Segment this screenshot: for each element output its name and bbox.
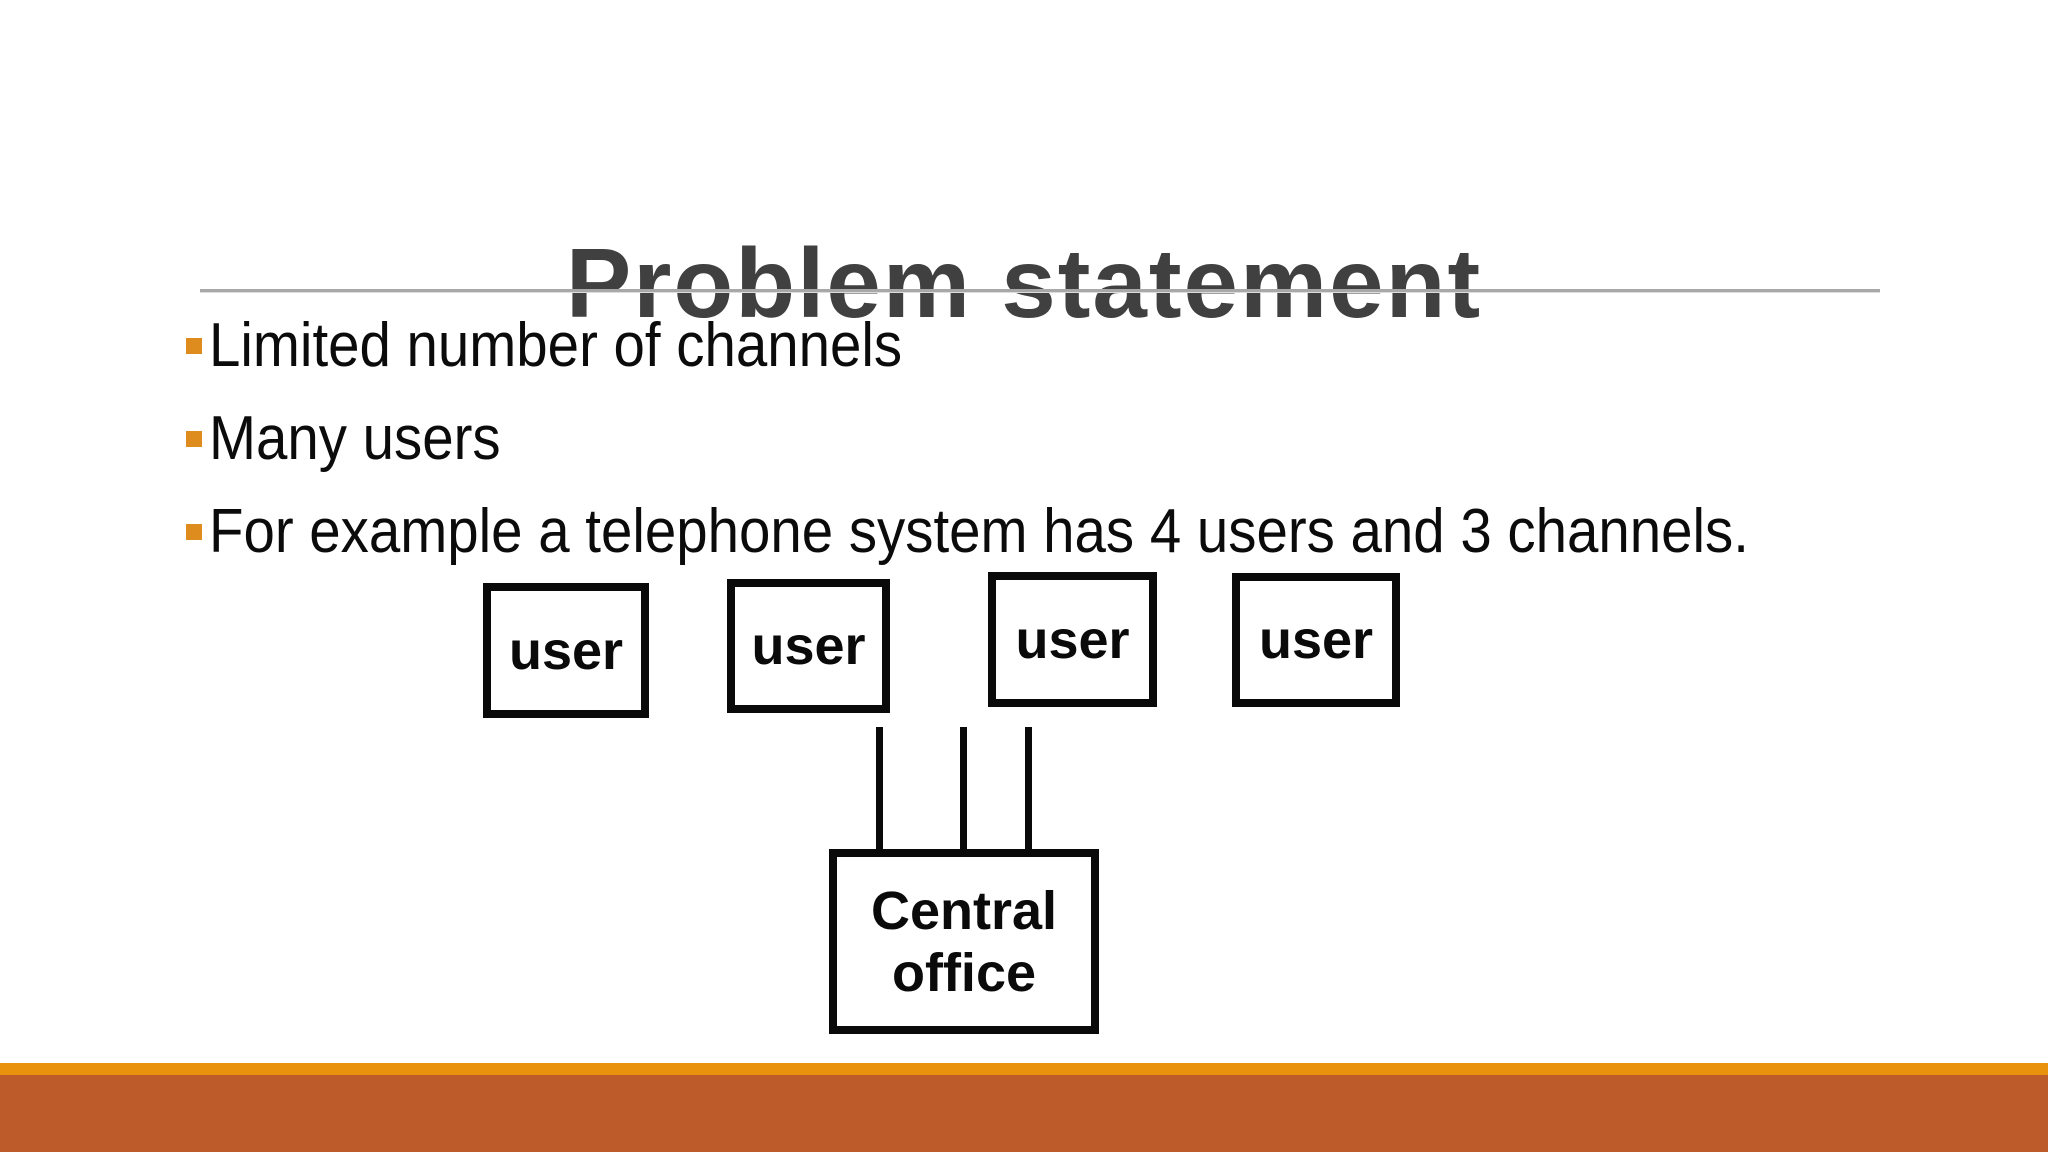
bullet-square-icon [186,337,202,354]
user-box: user [727,579,890,713]
bullet-item: Many users [186,407,1901,470]
user-box: user [988,572,1157,707]
user-box: user [1232,573,1400,707]
bullet-square-icon [186,430,202,447]
footer-accent-strip [0,1063,2048,1075]
title-divider-line [200,289,1880,293]
bullet-text: Many users [209,404,501,473]
user-box-label: user [508,620,624,681]
user-box-label: user [751,616,866,676]
bullet-text: For example a telephone system has 4 use… [209,497,1749,566]
central-office-label: Central office [870,880,1058,1003]
slide-title: Problem statement [565,227,1483,338]
channel-line [876,727,883,851]
central-office-box: Central office [829,849,1099,1034]
bullet-list: Limited number of channels Many users Fo… [186,314,1901,593]
bullet-item: Limited number of channels [186,314,1901,377]
bullet-item: For example a telephone system has 4 use… [186,500,1901,563]
footer-bar [0,1075,2048,1152]
user-box: user [483,583,649,718]
user-box-label: user [1015,609,1130,670]
channel-line [1025,727,1032,851]
bullet-text: Limited number of channels [209,311,903,380]
bullet-square-icon [186,523,202,540]
channel-line [960,727,967,851]
user-box-label: user [1258,610,1374,670]
